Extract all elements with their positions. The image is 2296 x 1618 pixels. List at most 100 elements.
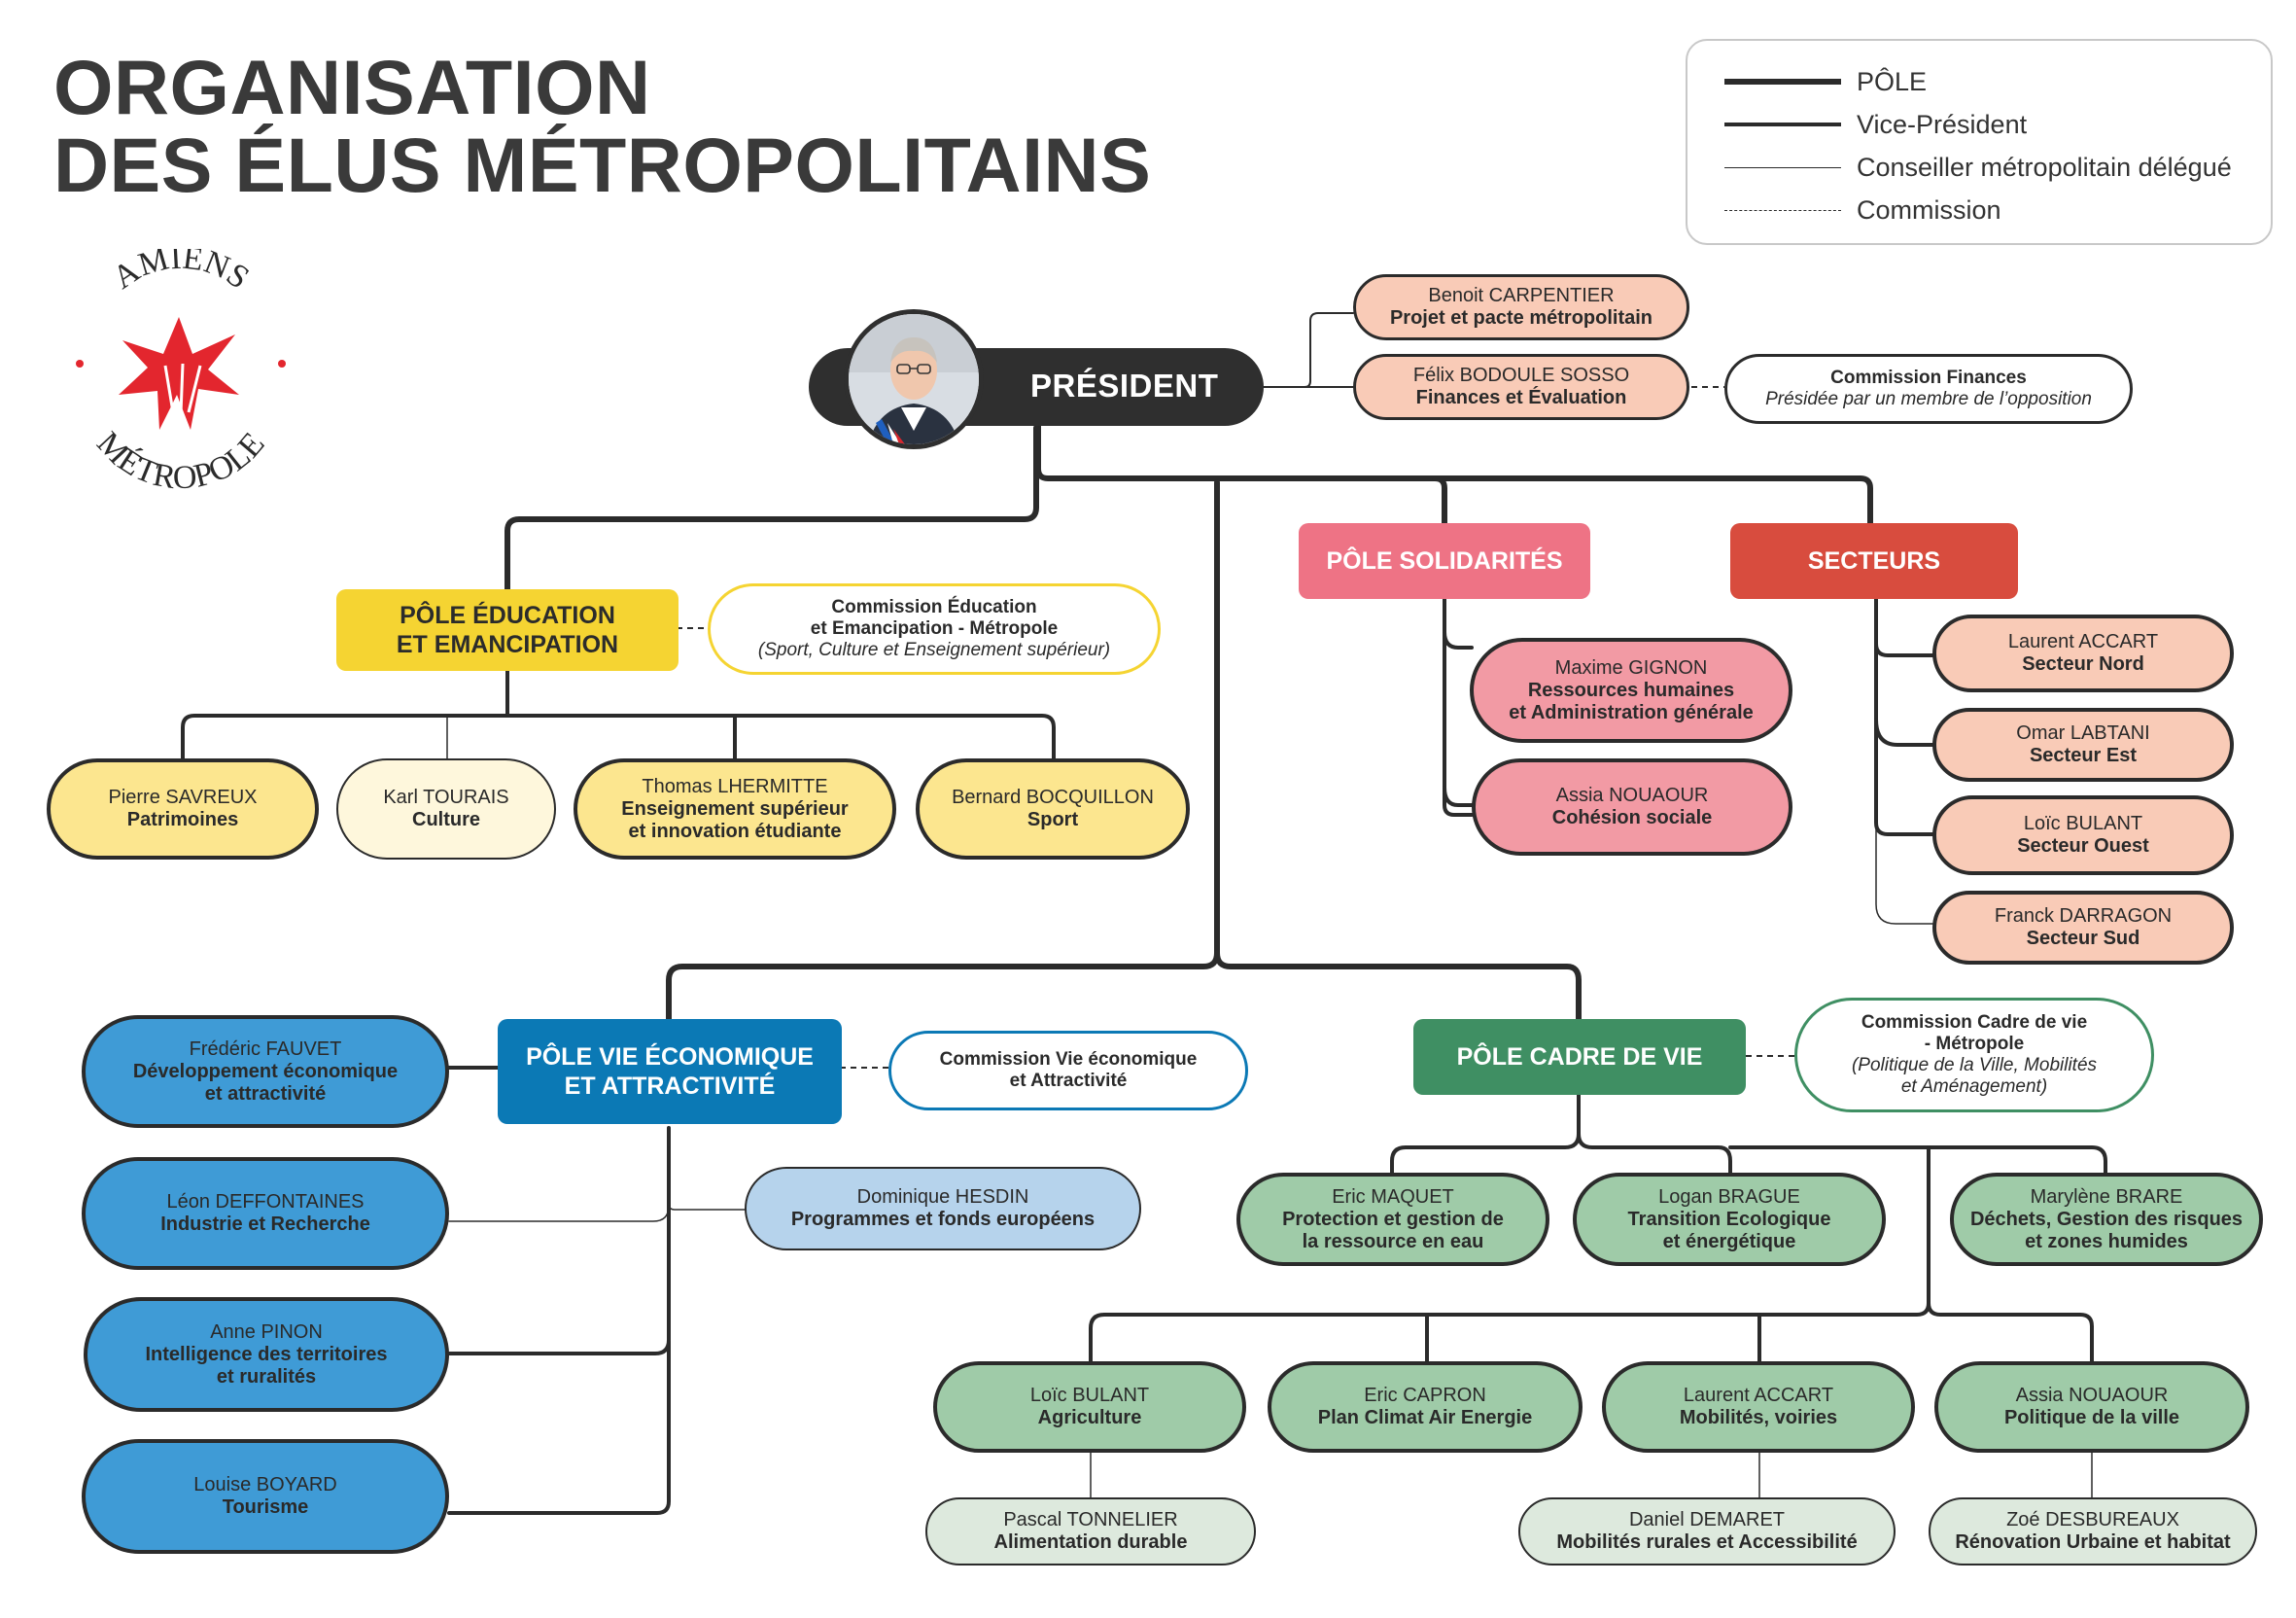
education-member[interactable]: Bernard BOCQUILLON Sport — [916, 758, 1190, 860]
member-role: Ressources humaines — [1527, 679, 1735, 701]
secteur-member[interactable]: Franck DARRAGON Secteur Sud — [1932, 891, 2234, 965]
economie-member[interactable]: Louise BOYARD Tourisme — [82, 1439, 449, 1554]
commission-cadre[interactable]: Commission Cadre de vie - Métropole (Pol… — [1794, 998, 2154, 1112]
solidarites-member[interactable]: Assia NOUAOUR Cohésion sociale — [1472, 758, 1792, 856]
pole-label: PÔLE SOLIDARITÉS — [1326, 547, 1563, 575]
member-role: Enseignement supérieur — [621, 797, 849, 820]
economie-member[interactable]: Léon DEFFONTAINES Industrie et Recherche — [82, 1157, 449, 1270]
member-name: Laurent ACCART — [2007, 631, 2159, 652]
legend-item-vice-president: Vice-Président — [1724, 105, 2269, 144]
vp-role: Projet et pacte métropolitain — [1389, 307, 1653, 329]
member-role: Cohésion sociale — [1551, 807, 1713, 828]
member-role: Secteur Sud — [2026, 928, 2140, 949]
economie-member[interactable]: Anne PINON Intelligence des territoires … — [84, 1297, 449, 1412]
pole-label-line1: PÔLE VIE ÉCONOMIQUE — [526, 1043, 814, 1071]
vp-node[interactable]: Benoit CARPENTIER Projet et pacte métrop… — [1353, 274, 1689, 340]
education-member[interactable]: Pierre SAVREUX Patrimoines — [47, 758, 319, 860]
member-role: Transition Ecologique — [1627, 1208, 1831, 1230]
education-member[interactable]: Karl TOURAIS Culture — [336, 758, 556, 860]
member-role: Alimentation durable — [993, 1531, 1188, 1553]
member-name: Frédéric FAUVET — [189, 1038, 342, 1060]
legend-label: Conseiller métropolitain délégué — [1857, 153, 2232, 182]
member-role: Développement économique — [132, 1060, 399, 1082]
commission-education[interactable]: Commission Éducation et Emancipation - M… — [708, 583, 1161, 675]
pole-economie[interactable]: PÔLE VIE ÉCONOMIQUE ET ATTRACTIVITÉ — [498, 1019, 842, 1124]
cadre-delegate[interactable]: Pascal TONNELIER Alimentation durable — [925, 1497, 1256, 1565]
legend: PÔLE Vice-Président Conseiller métropoli… — [1686, 39, 2273, 245]
solidarites-member[interactable]: Maxime GIGNON Ressources humaines et Adm… — [1470, 638, 1792, 743]
commission-finances[interactable]: Commission Finances Présidée par un memb… — [1724, 354, 2133, 424]
legend-label: Commission — [1857, 195, 2001, 225]
cadre-member[interactable]: Assia NOUAOUR Politique de la ville — [1934, 1361, 2249, 1453]
member-name: Léon DEFFONTAINES — [166, 1191, 365, 1213]
cadre-member[interactable]: Laurent ACCART Mobilités, voiries — [1602, 1361, 1915, 1453]
cadre-member[interactable]: Logan BRAGUE Transition Ecologique et én… — [1573, 1173, 1886, 1266]
legend-item-conseiller: Conseiller métropolitain délégué — [1724, 148, 2269, 187]
legend-label: PÔLE — [1857, 67, 1928, 96]
cadre-delegate[interactable]: Daniel DEMARET Mobilités rurales et Acce… — [1518, 1497, 1896, 1565]
member-role: Secteur Nord — [2022, 653, 2144, 675]
member-role: Culture — [412, 809, 480, 830]
secteur-member[interactable]: Loïc BULANT Secteur Ouest — [1932, 795, 2234, 875]
member-name: Bernard BOCQUILLON — [952, 787, 1154, 808]
commission-line: Commission Éducation — [831, 597, 1037, 617]
member-role: Tourisme — [222, 1496, 309, 1518]
member-role-2: et innovation étudiante — [628, 820, 842, 842]
legend-label: Vice-Président — [1857, 110, 2028, 139]
logo-top-text: AMIENS — [107, 249, 256, 297]
president-photo — [844, 309, 984, 449]
member-name: Maxime GIGNON — [1554, 656, 1708, 679]
commission-line: et Attractivité — [1009, 1071, 1128, 1091]
member-name: Dominique HESDIN — [856, 1186, 1029, 1208]
legend-item-pole: PÔLE — [1724, 62, 2269, 101]
commission-line: (Sport, Culture et Enseignement supérieu… — [757, 640, 1111, 660]
economie-member[interactable]: Frédéric FAUVET Développement économique… — [82, 1015, 449, 1128]
pole-solidarites[interactable]: PÔLE SOLIDARITÉS — [1299, 523, 1590, 599]
cadre-member[interactable]: Marylène BRARE Déchets, Gestion des risq… — [1950, 1173, 2263, 1266]
member-name: Loïc BULANT — [1029, 1385, 1150, 1406]
legend-medium-line — [1724, 123, 1841, 126]
cadre-delegate[interactable]: Zoé DESBUREAUX Rénovation Urbaine et hab… — [1929, 1497, 2257, 1565]
cadre-member[interactable]: Eric CAPRON Plan Climat Air Energie — [1268, 1361, 1583, 1453]
member-name: Pascal TONNELIER — [1003, 1509, 1178, 1530]
member-name: Laurent ACCART — [1683, 1385, 1834, 1406]
member-role: Protection et gestion de — [1282, 1208, 1504, 1230]
member-role: Plan Climat Air Energie — [1317, 1407, 1533, 1428]
secteur-member[interactable]: Omar LABTANI Secteur Est — [1932, 708, 2234, 782]
legend-dashed-line — [1724, 210, 1841, 211]
member-name: Zoé DESBUREAUX — [2006, 1509, 2179, 1530]
member-role-2: et ruralités — [216, 1365, 317, 1388]
member-role-2: et zones humides — [2025, 1230, 2188, 1252]
economie-delegate[interactable]: Dominique HESDIN Programmes et fonds eur… — [745, 1167, 1141, 1250]
logo-bottom-text: MÉTROPOLE — [89, 425, 271, 492]
pole-secteurs[interactable]: SECTEURS — [1730, 523, 2018, 599]
cadre-member[interactable]: Loïc BULANT Agriculture — [933, 1361, 1246, 1453]
member-name: Franck DARRAGON — [1994, 905, 2173, 927]
vp-name: Félix BODOULE SOSSO — [1412, 365, 1630, 386]
member-name: Loïc BULANT — [2023, 813, 2143, 834]
commission-title: Commission Finances — [1830, 368, 2027, 388]
member-role: Rénovation Urbaine et habitat — [1955, 1531, 2231, 1553]
vp-node[interactable]: Félix BODOULE SOSSO Finances et Évaluati… — [1353, 354, 1689, 420]
member-name: Omar LABTANI — [2016, 722, 2150, 744]
member-role-2: la ressource en eau — [1302, 1230, 1484, 1252]
secteur-member[interactable]: Laurent ACCART Secteur Nord — [1932, 615, 2234, 692]
pole-education[interactable]: PÔLE ÉDUCATION ET EMANCIPATION — [336, 589, 678, 671]
pole-cadre[interactable]: PÔLE CADRE DE VIE — [1413, 1019, 1746, 1095]
member-name: Karl TOURAIS — [383, 787, 509, 808]
member-role: Secteur Est — [2029, 745, 2138, 766]
title-line-1: ORGANISATION — [53, 44, 651, 130]
member-name: Anne PINON — [210, 1320, 323, 1343]
member-name: Eric MAQUET — [1332, 1185, 1454, 1208]
member-name: Daniel DEMARET — [1628, 1509, 1786, 1530]
commission-economie[interactable]: Commission Vie économique et Attractivit… — [888, 1031, 1248, 1110]
president-label: PRÉSIDENT — [1030, 368, 1219, 404]
commission-line: et Aménagement) — [1900, 1076, 2048, 1097]
education-member[interactable]: Thomas LHERMITTE Enseignement supérieur … — [574, 758, 896, 860]
member-name: Pierre SAVREUX — [108, 787, 258, 808]
member-role: Mobilités rurales et Accessibilité — [1556, 1531, 1858, 1553]
member-name: Eric CAPRON — [1364, 1385, 1486, 1406]
cadre-member[interactable]: Eric MAQUET Protection et gestion de la … — [1236, 1173, 1549, 1266]
commission-line: Commission Vie économique — [939, 1049, 1198, 1070]
